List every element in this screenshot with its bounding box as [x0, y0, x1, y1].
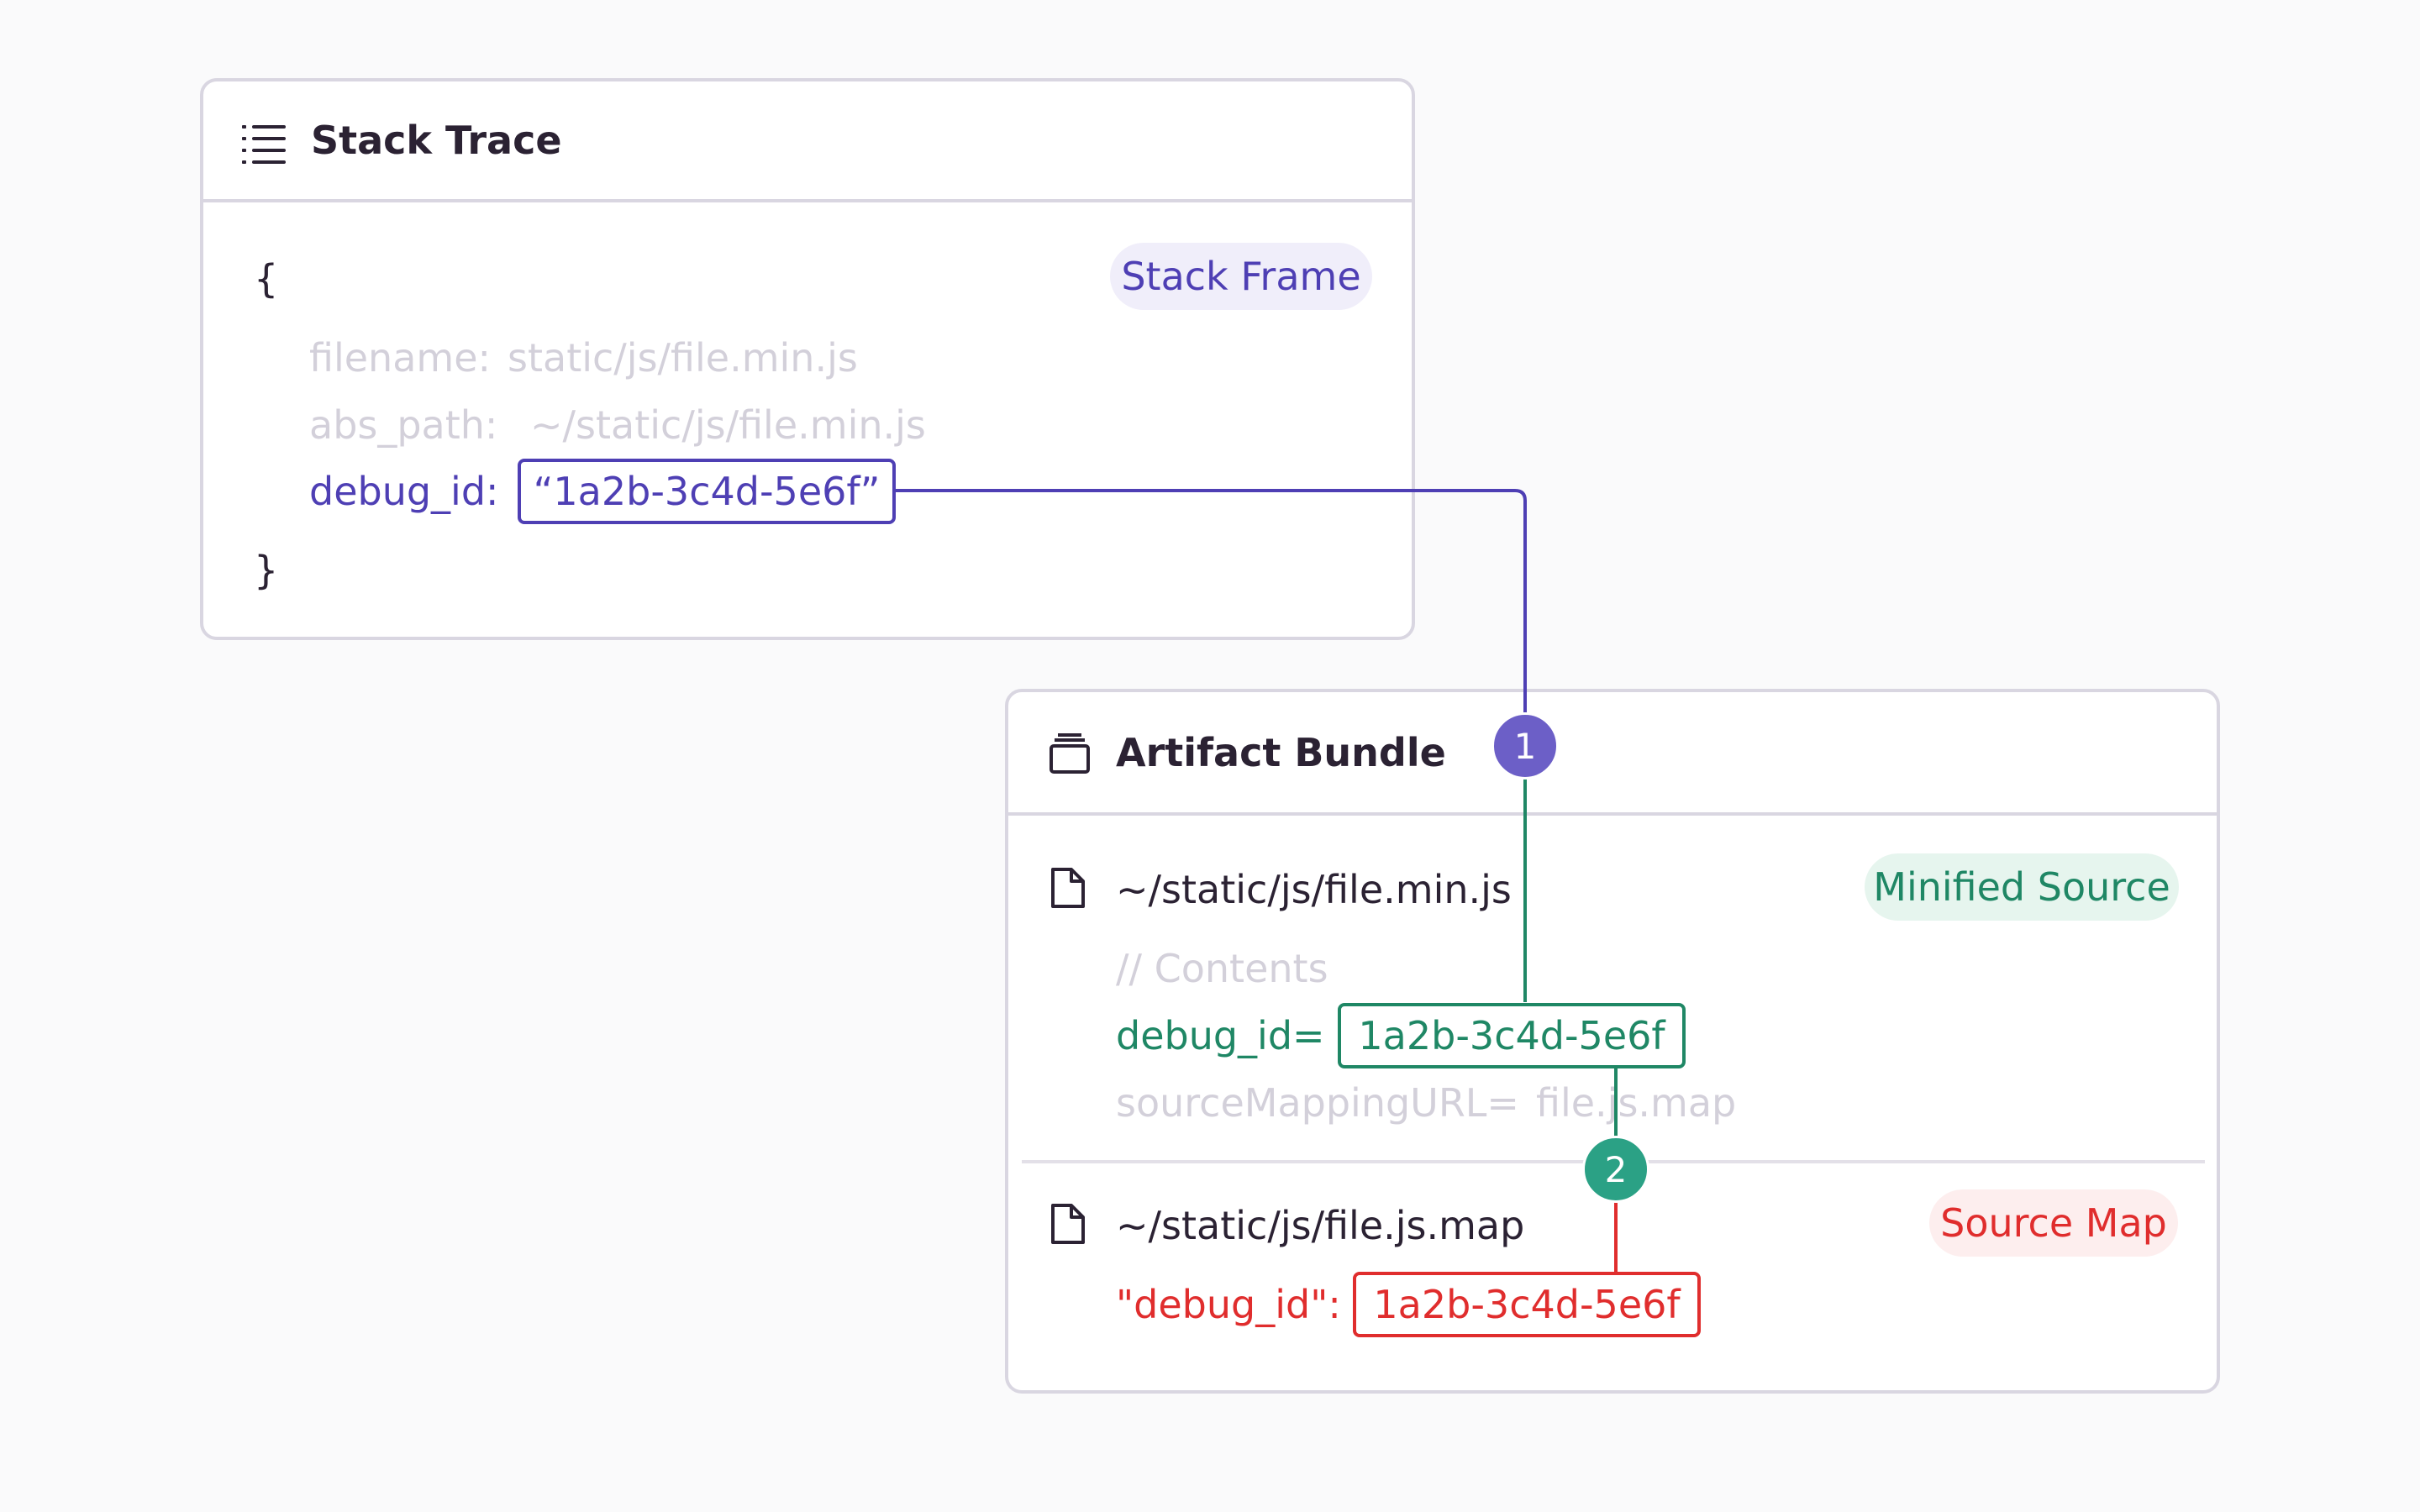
abs-path-key: abs_path: — [309, 402, 498, 448]
stack-frame-badge: Stack Frame — [1110, 243, 1372, 310]
minified-debug-id-key: debug_id= — [1116, 1013, 1325, 1058]
minified-debug-id-value: 1a2b-3c4d-5e6f — [1338, 1003, 1686, 1068]
source-map-path: ~/static/js/file.js.map — [1116, 1203, 1525, 1248]
source-mapping-value: file.js.map — [1536, 1080, 1737, 1126]
step-badge-2: 2 — [1582, 1136, 1649, 1203]
source-map-debug-id-key: "debug_id": — [1116, 1282, 1341, 1327]
archive-box-icon — [1050, 733, 1090, 774]
minified-source-badge: Minified Source — [1865, 853, 2179, 921]
debug-id-value: “1a2b-3c4d-5e6f” — [518, 459, 896, 524]
source-map-badge: Source Map — [1929, 1189, 2178, 1257]
open-brace: { — [254, 256, 279, 302]
stack-trace-card: Stack Trace { Stack Frame filename: stat… — [200, 78, 1415, 640]
list-icon — [242, 125, 286, 164]
minified-path: ~/static/js/file.min.js — [1116, 867, 1512, 912]
abs-path-value: ~/static/js/file.min.js — [530, 402, 926, 448]
step-badge-1: 1 — [1491, 712, 1559, 780]
filename-key: filename: — [309, 335, 492, 381]
close-brace: } — [254, 548, 279, 593]
filename-value: static/js/file.min.js — [508, 335, 858, 381]
file-icon — [1051, 868, 1085, 908]
artifact-bundle-title: Artifact Bundle — [1116, 730, 1446, 775]
connector-purple — [892, 489, 1527, 746]
stack-trace-title: Stack Trace — [311, 118, 562, 163]
stack-trace-header: Stack Trace — [203, 81, 1412, 202]
file-icon — [1051, 1204, 1085, 1244]
debug-id-key: debug_id: — [309, 469, 499, 514]
artifact-bundle-header: Artifact Bundle — [1008, 692, 2217, 816]
source-mapping-key: sourceMappingURL= — [1116, 1080, 1519, 1126]
artifact-bundle-card: Artifact Bundle ~/static/js/file.min.js … — [1005, 689, 2220, 1394]
source-map-debug-id-value: 1a2b-3c4d-5e6f — [1353, 1272, 1701, 1337]
contents-comment: // Contents — [1116, 946, 1328, 991]
